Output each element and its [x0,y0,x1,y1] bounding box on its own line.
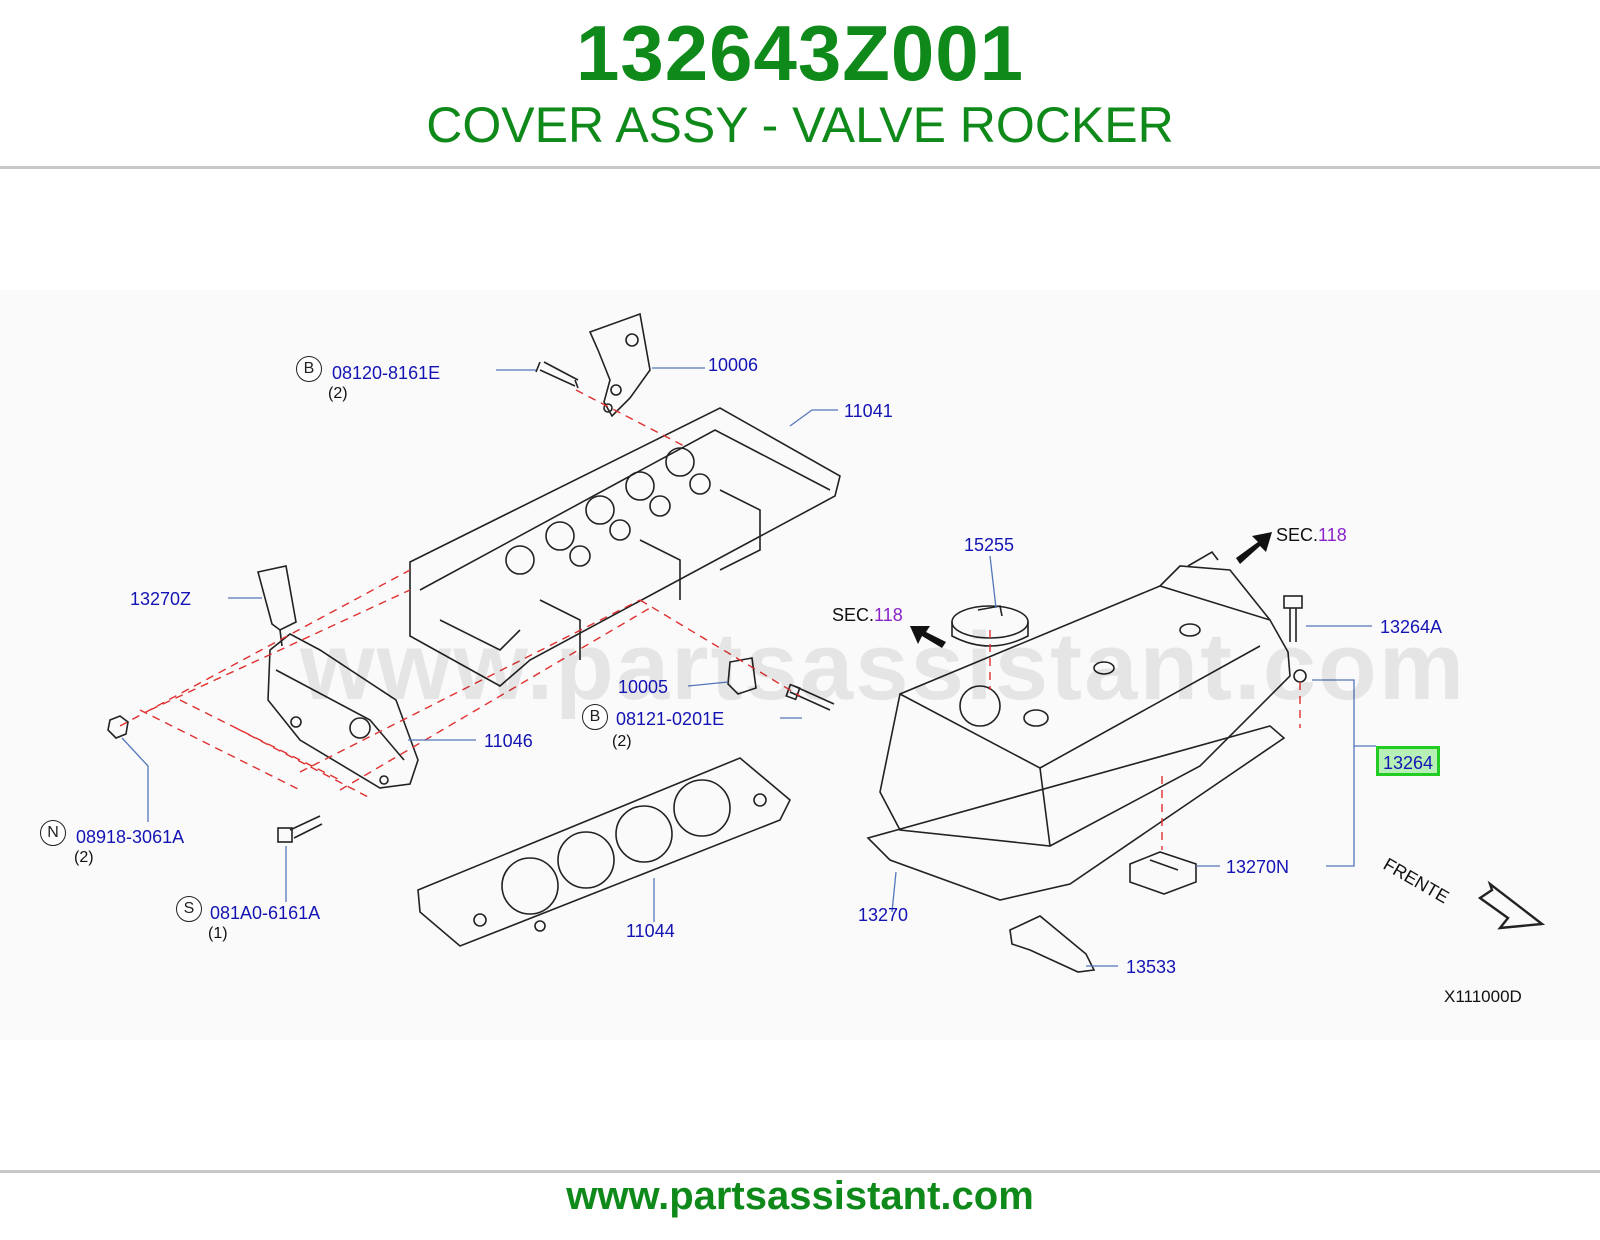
leader-11041 [789,409,838,427]
part-label-13533[interactable]: 13533 [1126,957,1177,977]
quantity-08918: (2) [74,849,94,866]
fastener-type-b-icon: B [296,356,322,382]
section-number: 118 [874,605,903,625]
diagram-code: X111000D [1444,987,1522,1006]
header-divider [0,166,1600,169]
footer-website-link[interactable]: www.partsassistant.com [566,1174,1034,1218]
fastener-type-n-icon: N [40,820,66,846]
part-label-13264a[interactable]: 13264A [1380,617,1443,637]
footer-divider [0,1170,1600,1173]
leader-13264 [1312,679,1376,867]
watermark-text: www.partsassistant.com [300,613,1467,720]
part-label-11046[interactable]: 11046 [484,731,533,751]
part-label-08120-8161e[interactable]: 08120-8161E [332,363,441,383]
quantity-081a0: (1) [208,925,228,942]
section-ref-upper[interactable]: SEC.118 [1276,526,1347,544]
part-label-081a0-6161a[interactable]: 081A0-6161A [210,903,321,923]
cover-gasket-shape [866,725,1286,901]
section-prefix: SEC. [1276,525,1319,545]
part-label-13270z[interactable]: 13270Z [130,589,192,609]
diagram-drawing [107,312,1546,973]
part-label-10005[interactable]: 10005 [618,677,669,697]
part-label-13270n[interactable]: 13270N [1226,857,1290,877]
sec-arrow-lower [910,626,946,648]
leader-15255 [989,555,997,609]
leader-13270 [891,871,897,913]
leader-08918 [121,737,149,822]
parts-diagram: www.partsassistant.com 10006 11041 B 081… [0,290,1600,1040]
section-prefix: SEC. [832,605,875,625]
bracket-shape [588,312,651,418]
part-label-08918-3061a[interactable]: 08918-3061A [76,827,185,847]
fastener-type-s-icon: S [176,896,202,922]
part-label-08121-0201e[interactable]: 08121-0201E [616,709,725,729]
section-ref-lower[interactable]: SEC.118 [832,606,903,624]
fastener-type-b-icon-2: B [582,704,608,730]
part-label-13264: 13264 [1383,753,1434,773]
quantity-08121: (2) [612,733,632,750]
part-description: COVER ASSY - VALVE ROCKER [426,97,1174,153]
highlighted-part-13264[interactable]: 13264 [1376,746,1440,776]
part-number-title: 132643Z001 [575,9,1025,97]
head-gasket-shape [417,757,791,947]
part-label-11044[interactable]: 11044 [626,921,675,941]
valve-cover-shape [879,585,1291,847]
quantity-08120: (2) [328,385,348,402]
leader-10005 [687,681,729,687]
part-label-11041[interactable]: 11041 [844,401,893,421]
sec-arrow-upper [1236,532,1272,564]
front-cover-shape [267,633,419,789]
section-number: 118 [1318,525,1347,545]
cylinder-head-shape [409,407,841,687]
part-label-10006[interactable]: 10006 [708,355,759,375]
part-label-13270[interactable]: 13270 [858,905,909,925]
part-label-15255[interactable]: 15255 [964,535,1015,555]
frente-arrow [1477,880,1546,930]
